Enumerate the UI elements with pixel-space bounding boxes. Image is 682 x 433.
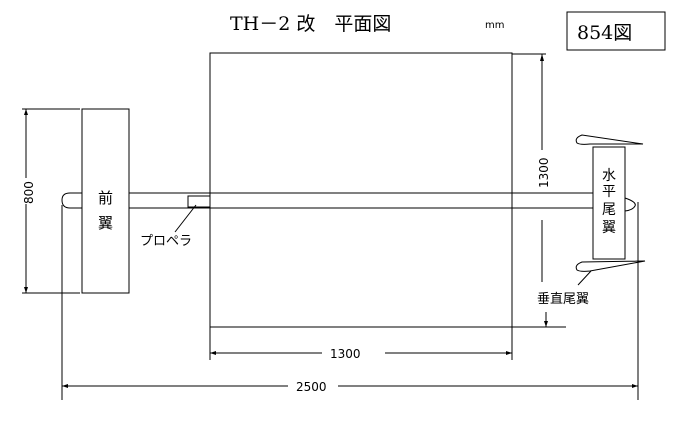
main-wing-chord-dimension: 1300 [512, 53, 566, 328]
propeller-leader [174, 204, 197, 233]
drawing-title: TH－2 改 平面図 [230, 13, 391, 35]
vertical-tail-top [575, 134, 644, 145]
main-wing-span-dimension: 1300 [209, 327, 513, 361]
main-wing [209, 52, 513, 328]
front-wing-span-dimension: 800 [22, 108, 80, 294]
front-wing-label-1: 前 [98, 189, 113, 207]
tail-cone [624, 197, 636, 212]
overall-length-dimension: 2500 [62, 380, 638, 394]
vertical-tail-label: 垂直尾翼 [537, 292, 589, 307]
figure-number-box [566, 11, 666, 51]
svg-text:2500: 2500 [296, 380, 327, 394]
propeller [187, 195, 211, 208]
vertical-tail-bottom [575, 260, 646, 272]
figure-number: 854図 [577, 22, 632, 44]
unit-label: mm [485, 20, 504, 31]
vertical-tail-leader [577, 270, 592, 286]
htail-label-1: 水 [602, 168, 616, 184]
front-wing-label-2: 翼 [98, 214, 113, 232]
svg-text:800: 800 [22, 181, 36, 204]
horizontal-tail [592, 146, 626, 260]
htail-label-2: 平 [602, 184, 616, 200]
htail-label-3: 尾 [602, 202, 616, 218]
front-wing [81, 108, 130, 294]
svg-text:1300: 1300 [330, 347, 361, 361]
htail-label-4: 翼 [602, 220, 616, 236]
svg-text:1300: 1300 [537, 157, 551, 188]
propeller-label: プロペラ [140, 234, 192, 249]
fuselage [61, 192, 593, 209]
